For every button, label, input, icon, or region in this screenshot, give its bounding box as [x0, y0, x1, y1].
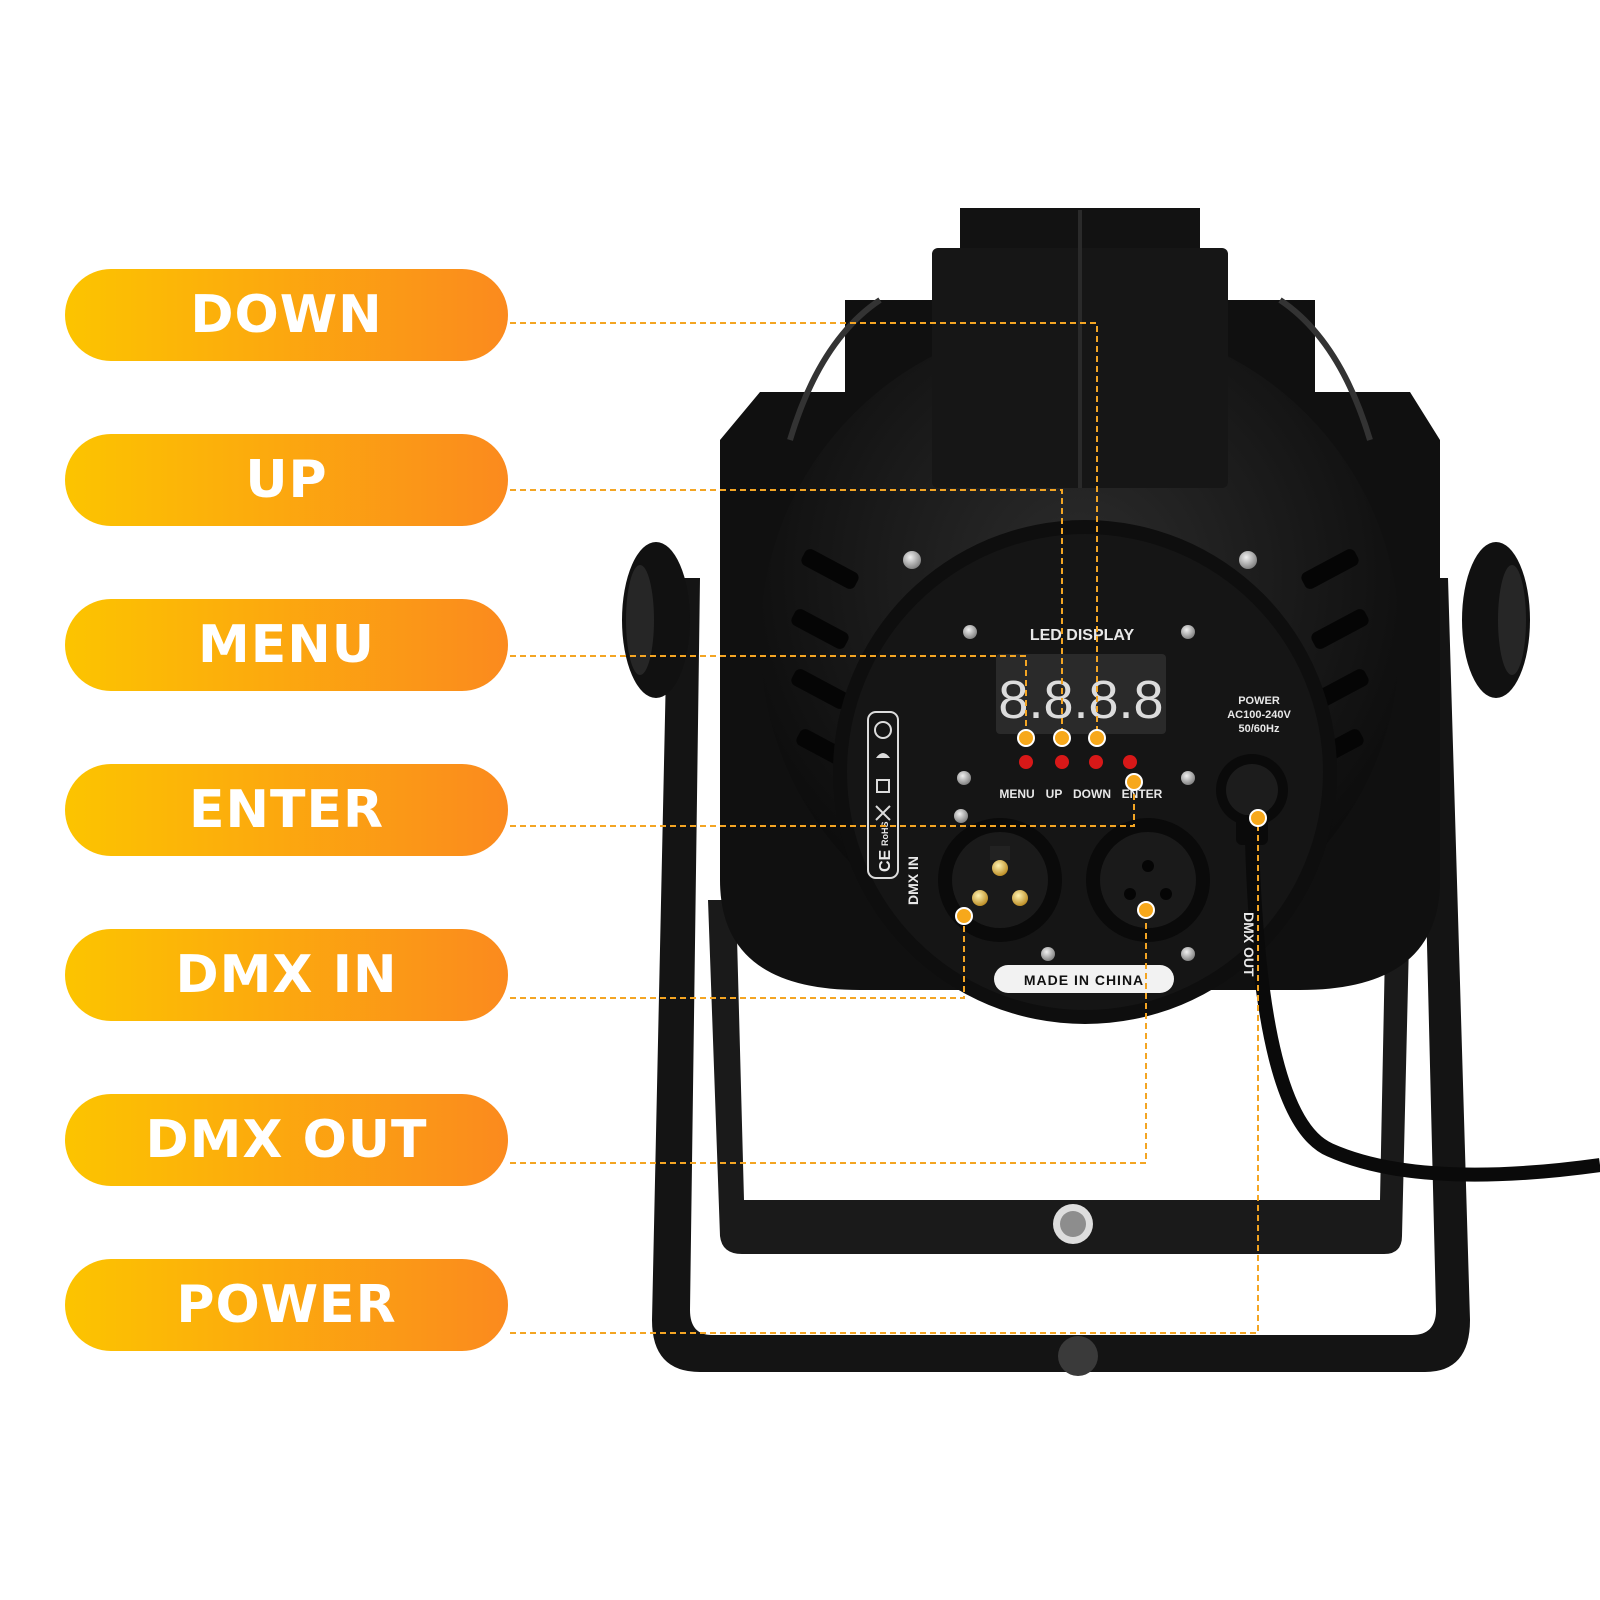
power-voltage: AC100-240V	[1227, 709, 1291, 721]
label-down: DOWN	[65, 269, 508, 361]
led-display-title: LED DISPLAY	[1030, 627, 1135, 644]
leader-line-dmx-out	[510, 910, 1147, 1164]
label-menu: MENU	[65, 599, 508, 691]
label-dmx-out-text: DMX OUT	[145, 1110, 428, 1170]
glass-fork-icon	[876, 779, 890, 793]
callout-dots	[955, 729, 1267, 925]
fixture-housing	[720, 208, 1440, 1024]
mounting-yoke	[652, 578, 1470, 1376]
panel-screws	[903, 551, 1257, 961]
ce-mark: CE	[877, 849, 894, 872]
control-buttons	[1019, 755, 1137, 769]
callout-dot-dmx-out	[1137, 901, 1155, 919]
leader-line-dmx-in	[510, 916, 965, 999]
power-title: POWER	[1238, 695, 1280, 707]
callout-dot-enter	[1125, 773, 1143, 791]
label-enter: ENTER	[65, 764, 508, 856]
power-cable	[1245, 839, 1600, 1182]
dmx-out-connector[interactable]	[1086, 818, 1210, 942]
leader-line-enter	[510, 782, 1135, 827]
dmx-out-port-label: DMX OUT	[1241, 912, 1257, 977]
tilt-knob-right[interactable]	[1462, 542, 1530, 698]
label-dmx-in-text: DMX IN	[175, 945, 398, 1005]
dmx-in-port-label: DMX IN	[905, 856, 921, 905]
callout-dot-dmx-in	[955, 907, 973, 925]
rohs-mark: RoHS	[880, 822, 890, 847]
power-frequency: 50/60Hz	[1239, 723, 1280, 735]
label-menu-text: MENU	[197, 615, 375, 675]
label-up-text: UP	[245, 450, 328, 510]
leader-line-up	[510, 489, 1063, 738]
certification-marks	[867, 711, 899, 879]
led-display-digits: 8.8.8.8	[998, 670, 1163, 730]
dmx-in-connector[interactable]	[938, 818, 1062, 942]
label-down-text: DOWN	[190, 285, 383, 345]
label-dmx-out: DMX OUT	[65, 1094, 508, 1186]
enter-indicator-led	[1123, 755, 1137, 769]
callout-dot-down	[1088, 729, 1106, 747]
menu-button-label[interactable]: MENU	[999, 787, 1034, 801]
up-indicator-led	[1055, 755, 1069, 769]
made-in-china-badge	[994, 965, 1174, 993]
down-button-label[interactable]: DOWN	[1073, 787, 1111, 801]
label-up: UP	[65, 434, 508, 526]
made-in-china-text: MADE IN CHINA	[1024, 972, 1144, 988]
callout-dot-up	[1053, 729, 1071, 747]
leader-line-power	[510, 818, 1259, 1334]
umbrella-icon	[876, 753, 890, 758]
label-enter-text: ENTER	[188, 780, 385, 840]
up-button-label[interactable]: UP	[1046, 787, 1063, 801]
label-power-text: POWER	[176, 1275, 397, 1335]
enter-button-label[interactable]: ENTER	[1122, 787, 1163, 801]
tilt-knob-left[interactable]	[622, 542, 690, 698]
weee-bin-icon	[875, 805, 891, 821]
yoke-hole-lower	[1058, 1336, 1098, 1376]
led-display	[996, 654, 1166, 734]
menu-indicator-led	[1019, 755, 1033, 769]
leader-lines	[510, 322, 1259, 1334]
callout-dot-menu	[1017, 729, 1035, 747]
recycle-icon	[874, 721, 892, 739]
callout-dot-power	[1249, 809, 1267, 827]
label-power: POWER	[65, 1259, 508, 1351]
leader-line-menu	[510, 655, 1027, 738]
label-dmx-in: DMX IN	[65, 929, 508, 1021]
leader-line-down	[510, 322, 1098, 738]
down-indicator-led	[1089, 755, 1103, 769]
